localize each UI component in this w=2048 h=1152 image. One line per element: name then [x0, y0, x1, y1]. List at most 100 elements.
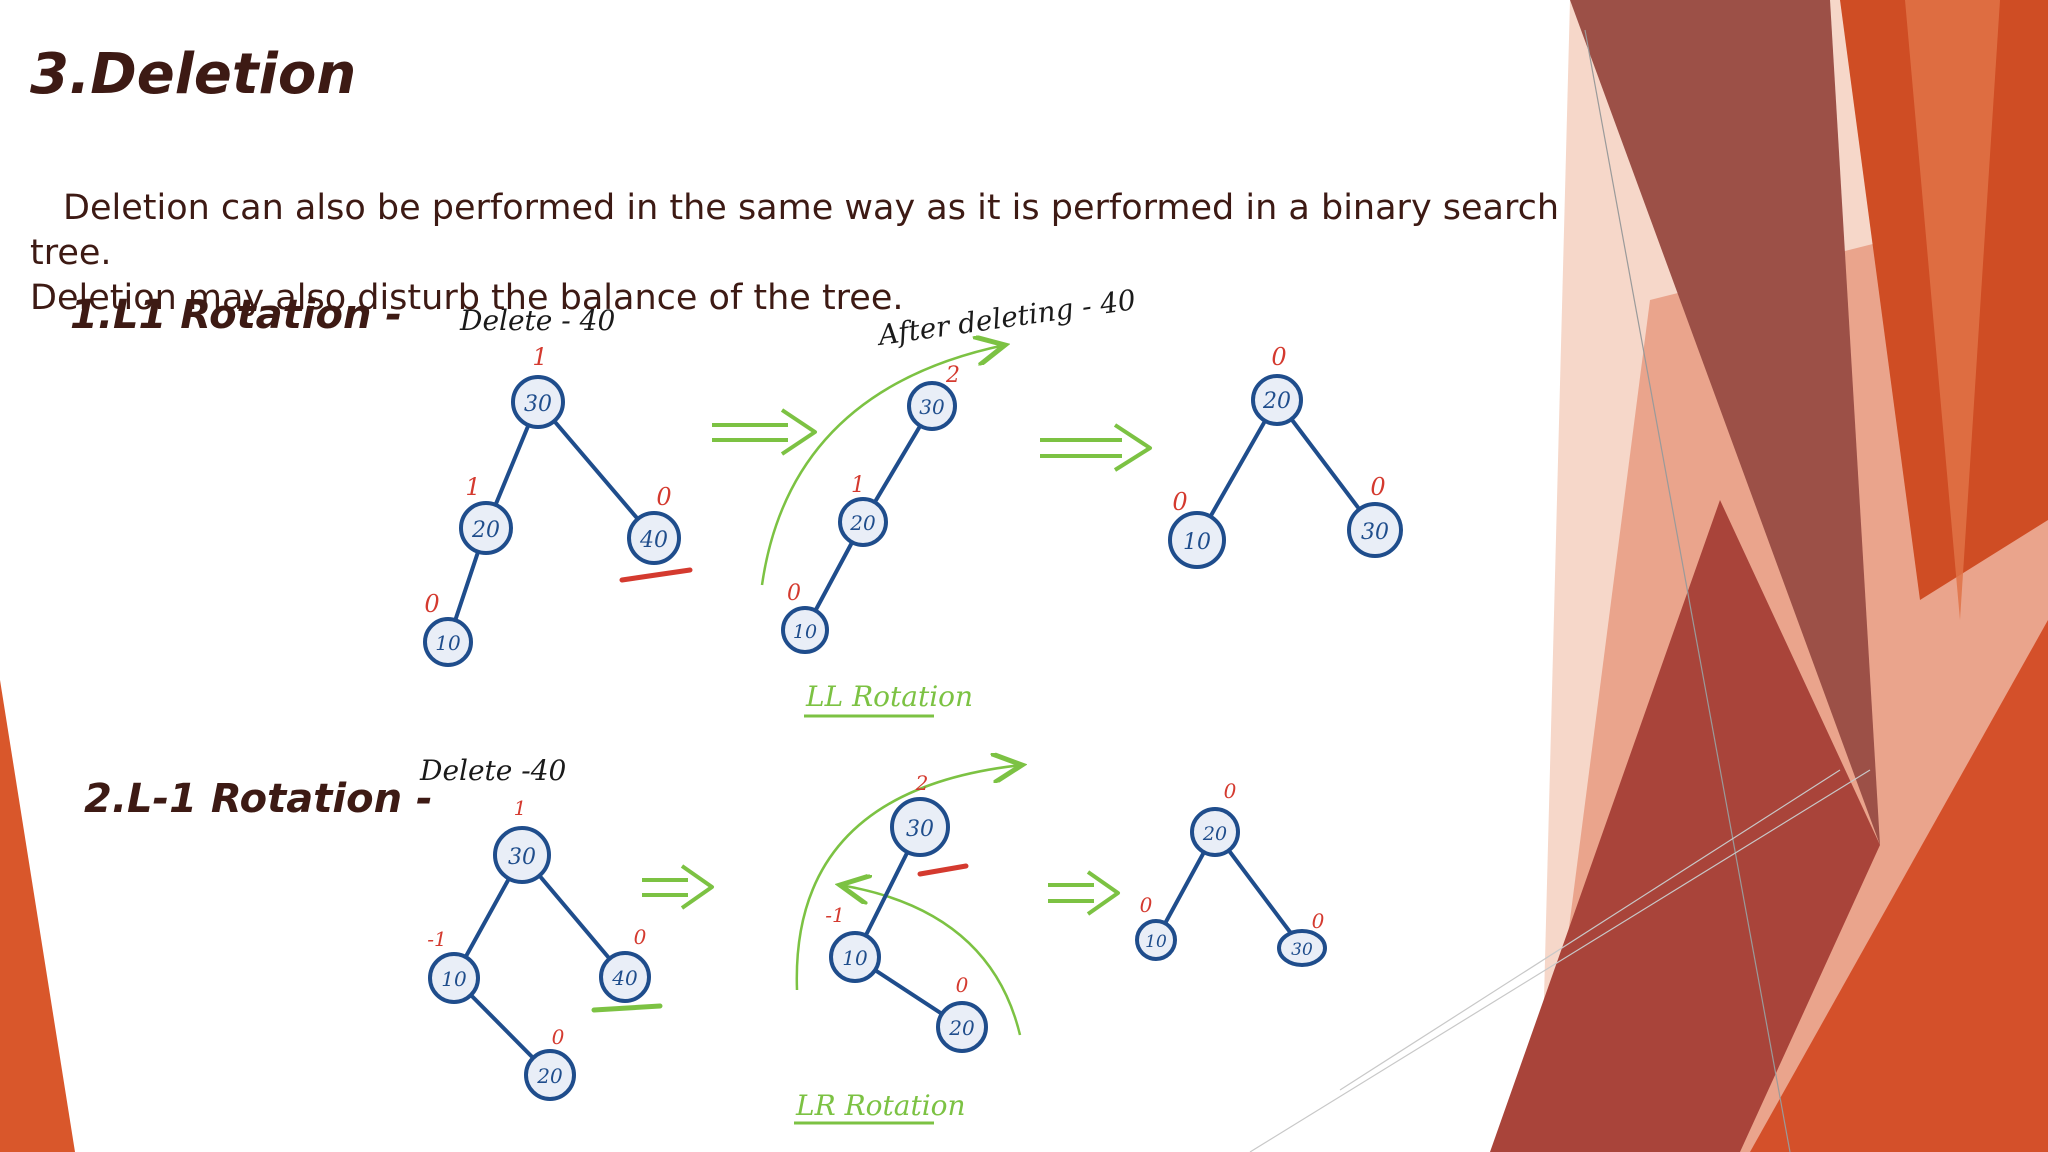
body-line-1-text: Deletion can also be performed in the sa…	[30, 188, 1560, 273]
delete-mark-underline-2	[591, 1003, 663, 1013]
deco-shape-brown	[1570, 0, 1880, 845]
node-value: 20	[849, 511, 876, 535]
balance-factor: 0	[1312, 909, 1325, 933]
tree-lr-before-nodes: 30 10 40 20	[428, 826, 651, 1101]
section-label-ll-rotation: 1.L1 Rotation -	[70, 292, 402, 338]
node-value: 10	[1145, 932, 1167, 952]
delete-note-1: Delete - 40	[459, 304, 615, 337]
tree-node: 30	[511, 375, 565, 429]
balance-factor: -1	[427, 927, 446, 951]
balance-factor: 0	[1140, 893, 1153, 917]
node-value: 40	[639, 528, 668, 553]
tree-ll-before-balances: 1 1 0 0	[424, 343, 671, 618]
balance-factor: 1	[851, 473, 865, 498]
tree-node: 40	[627, 511, 681, 565]
tree-node: 30	[1277, 929, 1327, 967]
tree-node: 20	[936, 1001, 988, 1053]
deco-line-2	[1339, 769, 1841, 1091]
deco-line-1	[1584, 29, 1791, 1152]
rotation-diagrams: Delete - 40 After deleting - 40 30 20 40…	[419, 285, 1403, 1125]
node-value: 30	[1291, 940, 1313, 960]
after-delete-note: After deleting - 40	[873, 285, 1137, 352]
tree-ll-result-balances: 0 0 0	[1172, 343, 1385, 516]
node-value: 30	[1361, 520, 1389, 545]
tree-lr-after-delete	[853, 826, 964, 1029]
transition-arrow-icon	[1040, 423, 1152, 472]
tree-ll-after-delete-balances: 2 1 0	[787, 363, 960, 606]
slide-body: Deletion can also be performed in the sa…	[30, 186, 1650, 321]
balance-factor: 2	[915, 771, 929, 795]
node-value: 30	[919, 395, 945, 419]
balance-factor: 1	[514, 796, 527, 820]
balance-factor: 0	[787, 581, 801, 606]
transition-arrow-icon	[642, 864, 714, 910]
section-label-lr-rotation: 2.L-1 Rotation -	[84, 776, 433, 822]
balance-factor: 0	[1224, 779, 1237, 803]
transition-arrow-icon	[1048, 870, 1120, 916]
node-value: 30	[508, 845, 536, 870]
tree-node: 10	[829, 931, 881, 983]
node-value: 20	[536, 1064, 563, 1088]
tree-node: 10	[1168, 511, 1226, 569]
rotation-caption-ll: LL Rotation	[805, 680, 973, 713]
node-value: 20	[1202, 823, 1227, 845]
tree-node: 10	[781, 606, 829, 654]
node-value: 20	[948, 1016, 975, 1040]
tree-ll-after-delete-nodes: 30 20 10	[781, 381, 957, 654]
tree-ll-before-nodes: 30 20 40 10	[423, 375, 681, 667]
node-value: 10	[435, 631, 461, 655]
tree-lr-before	[452, 853, 627, 1077]
balance-factor: 1	[465, 473, 480, 501]
rotation-mark-underline	[917, 863, 969, 877]
balance-factor: -1	[825, 903, 844, 927]
tree-edge	[536, 400, 656, 540]
balance-factor: 0	[1172, 488, 1187, 516]
deco-shape-orange-bottom	[1750, 620, 2048, 1152]
tree-node: 30	[907, 381, 957, 431]
balance-factor: 0	[1271, 343, 1286, 371]
deco-shape-orange-right	[1905, 0, 2000, 620]
tree-node: 40	[599, 951, 651, 1003]
tree-node: 20	[459, 501, 513, 555]
body-line-1: Deletion can also be performed in the sa…	[30, 186, 1650, 276]
body-line-2: Deletion may also disturb the balance of…	[30, 278, 904, 318]
rotation-curve-arrow-icon	[795, 765, 1022, 991]
node-value: 10	[1183, 530, 1211, 555]
tree-node: 30	[1347, 502, 1403, 558]
deco-shape-left-orange	[0, 680, 75, 1152]
delete-mark-underline-1	[619, 567, 693, 583]
balance-factor: 0	[634, 925, 647, 949]
balance-factor: 0	[552, 1025, 565, 1049]
rotation-caption-lr: LR Rotation	[795, 1089, 966, 1122]
node-value: 10	[842, 946, 868, 970]
node-value: 40	[611, 966, 638, 990]
node-value: 10	[793, 621, 817, 643]
rotation-curve-arrow-icon	[840, 885, 1022, 1036]
balance-factor: 1	[532, 343, 547, 371]
node-value: 30	[524, 392, 552, 417]
tree-node: 10	[428, 952, 480, 1004]
tree-node: 10	[1135, 919, 1177, 961]
tree-lr-after-delete-balances: 2 -1 0	[825, 771, 968, 997]
deco-line-3	[1249, 769, 1871, 1152]
balance-factor: 0	[424, 590, 439, 618]
tree-node: 20	[1190, 807, 1240, 857]
node-value: 20	[1262, 389, 1291, 414]
tree-lr-result-balances: 0 0 0	[1140, 779, 1325, 933]
node-value: 30	[906, 817, 934, 842]
tree-lr-result-nodes: 20 10 30	[1135, 807, 1327, 967]
tree-node: 10	[423, 617, 473, 667]
slide-title: 3.Deletion	[30, 42, 357, 107]
node-value: 10	[441, 967, 467, 991]
deco-shape-dark-red	[1490, 500, 1880, 1152]
tree-node: 30	[493, 826, 551, 884]
tree-lr-before-balances: 1 -1 0 0	[427, 796, 646, 1049]
balance-factor: 0	[1370, 473, 1385, 501]
transition-arrow-icon	[712, 408, 817, 456]
balance-factor: 2	[945, 363, 960, 388]
tree-lr-after-delete-nodes: 30 10 20	[829, 797, 988, 1053]
tree-node: 20	[524, 1049, 576, 1101]
delete-note-2: Delete -40	[419, 754, 566, 787]
tree-ll-result-nodes: 20 10 30	[1168, 374, 1403, 569]
